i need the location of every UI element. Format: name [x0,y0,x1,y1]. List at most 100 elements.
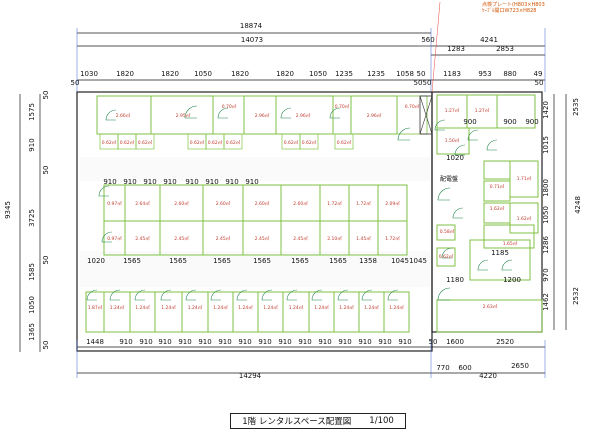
room-bottom [129,291,156,333]
area-mid-lower-0: 0.97㎡ [107,235,122,242]
dim-bottom-12: 910 [338,338,351,346]
dim-bottom-1: 910 [119,338,132,346]
door-swing [486,139,498,151]
drawing-scale: 1/100 [369,416,394,426]
door-swing [286,289,298,301]
dim-top-14: 49 [534,70,543,78]
dim-r1: 1283 [447,45,465,53]
dim-right-inner-3: 1050 [542,206,550,224]
dim-r2: 2853 [496,45,514,53]
dim-right-inner-1: 1015 [542,136,550,154]
area-mid-lower-7: 1.45㎡ [356,235,371,242]
dim-910-5: 910 [205,178,218,186]
dim-top-2: 1820 [161,70,179,78]
dim-left-4: 1050 [28,296,36,314]
dim-left-2: 3725 [28,209,36,227]
area-right-4: 0.71㎡ [490,183,505,190]
door-swing [452,207,464,219]
area-bottom-9: 1.24㎡ [314,304,329,311]
area-bottom-3: 1.24㎡ [161,304,176,311]
room-bottom [207,291,234,333]
door-swing [311,289,323,301]
area-locker-1: 0.62㎡ [120,139,135,146]
area-right-2: 1.50㎡ [445,137,460,144]
dim-left-0: 1575 [28,103,36,121]
room-right [436,224,456,241]
area-mid-upper-6: 1.72㎡ [327,200,342,207]
room-top-small [396,95,428,135]
area-mid-lower-6: 2.10㎡ [327,235,342,242]
door-swing [467,129,479,141]
dim-910-4: 910 [185,178,198,186]
area-mid-lower-1: 2.45㎡ [135,235,150,242]
room-bottom [358,291,385,333]
area-locker-7: 0.62㎡ [302,139,317,146]
door-swing [387,289,399,301]
dim-top-3: 1050 [194,70,212,78]
room-bottom [308,291,335,333]
area-right-8: 1.65㎡ [503,240,518,247]
area-bottom-8: 1.24㎡ [289,304,304,311]
dim-inner-4: 1185 [491,249,509,257]
dim-top-0: 1030 [80,70,98,78]
dim-top-small-2: 50 [423,79,432,87]
dim-bottom-16: 50 [429,338,438,346]
area-mid-upper-0: 0.97㎡ [107,200,122,207]
dim-bottom-13: 910 [358,338,371,346]
dim-mid-6: 1565 [329,257,347,265]
dim-mid-3: 1565 [213,257,231,265]
area-mid-upper-4: 2.60㎡ [255,200,270,207]
room-bottom-right [436,299,543,333]
area-mid-upper-3: 2.60㎡ [216,200,231,207]
area-right-10: 0.62㎡ [439,253,454,260]
dim-top-5: 1820 [276,70,294,78]
door-swing [160,289,172,301]
shaft [419,95,433,135]
area-right-7: 0.58㎡ [440,228,455,235]
area-mid-upper-7: 1.72㎡ [356,200,371,207]
dim-inner-2: 900 [525,118,538,126]
area-top-4: 2.96㎡ [367,112,382,119]
dim-910-0: 910 [103,178,116,186]
door-swing [361,289,373,301]
door-swing [437,187,451,201]
dim-bottom-2650: 2650 [511,362,529,370]
room-right [469,239,531,281]
dim-top-gap: 560 [421,36,434,44]
area-locker-0: 0.62㎡ [102,139,117,146]
locker [299,133,319,150]
area-mid-lower-8: 1.72㎡ [385,235,400,242]
room-bottom [232,291,259,333]
area-mid-upper-2: 2.60㎡ [174,200,189,207]
area-bottom-1: 1.24㎡ [110,304,125,311]
dim-mid-4: 1565 [253,257,271,265]
room-right [436,247,456,267]
dim-top-10: 50 [417,70,426,78]
area-mid-upper-8: 2.09㎡ [385,200,400,207]
room-right [483,224,535,249]
dim-bottom-4220: 4220 [479,372,497,380]
door-swing [280,107,292,119]
locker [223,133,243,150]
dim-left-5: 1365 [28,323,36,341]
area-locker-3: 0.62㎡ [190,139,205,146]
door-swing [105,109,117,121]
dim-left-small-1: 50 [42,166,50,175]
dim-right-inner-0: 1420 [542,101,550,119]
area-top-small-0: 0.70㎡ [222,103,237,110]
dim-right-inner-5: 970 [542,268,550,281]
area-mid-upper-5: 2.60㎡ [293,200,308,207]
door-swing [98,185,110,197]
area-locker-5: 0.62㎡ [226,139,241,146]
dim-mid-0: 1020 [87,257,105,265]
dim-bottom-11: 910 [318,338,331,346]
dim-910-3: 910 [163,178,176,186]
area-bottom-4: 1.24㎡ [188,304,203,311]
dim-top-12: 953 [478,70,491,78]
dim-inner-0: 900 [463,118,476,126]
door-swing [434,119,446,131]
room-right [483,160,511,180]
dim-mid-9: 1045 [409,257,427,265]
corridor-upper [80,157,430,181]
area-mid-lower-3: 2.45㎡ [216,235,231,242]
